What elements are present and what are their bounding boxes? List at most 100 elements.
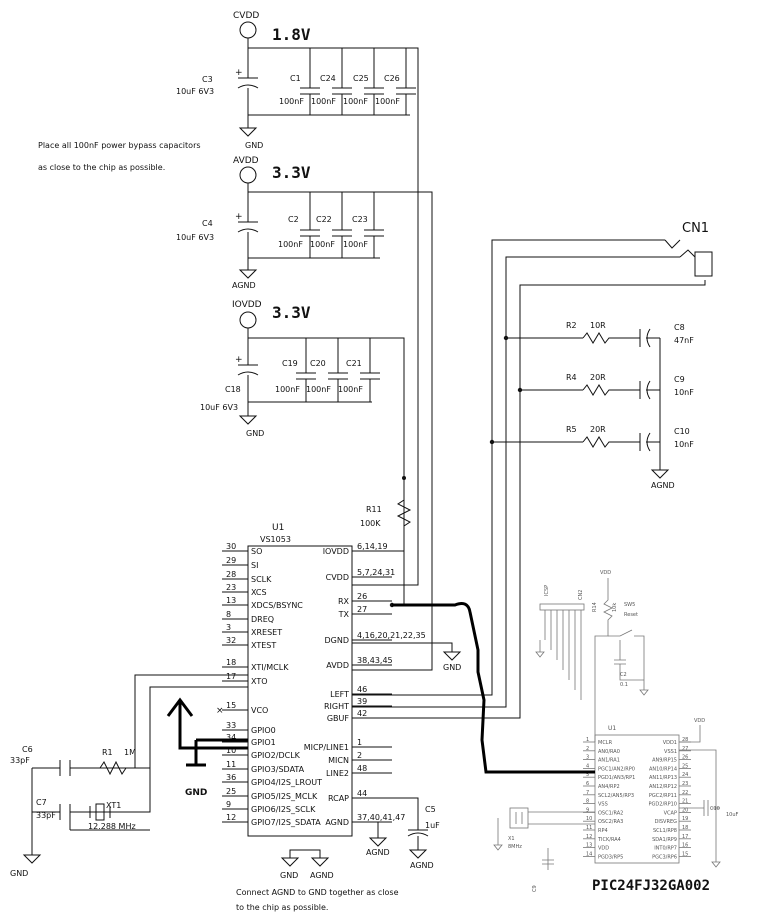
pic-pin-21-num: 21: [682, 799, 688, 805]
cvdd-bulk-plus: +: [235, 68, 243, 78]
u1-pin-tx-num: 27: [357, 605, 367, 614]
u1-agnd-label: AGND: [366, 848, 390, 857]
r5-ref: R5: [566, 425, 577, 434]
u1-pin-gpio2-dclk-label: GPIO2/DCLK: [251, 751, 301, 760]
pic-pin-10-num: 10: [586, 816, 592, 822]
u1-pin-xreset-label: XRESET: [251, 628, 282, 637]
sw5-ref: SW5: [624, 602, 635, 608]
pic-pin-10-label: OSC2/RA3: [598, 819, 623, 825]
pic-pin-19-num: 19: [682, 816, 688, 822]
c18-value: 10uF 6V3: [200, 403, 238, 412]
pic-pin-5-label: PGD1/AN3/RP1: [598, 775, 635, 781]
u1-pin-iovdd-label: IOVDD: [323, 547, 349, 556]
u1-pin-cvdd-num: 5,7,24,31: [357, 568, 395, 577]
u1-pin-gpio4-i2s-lrout-label: GPIO4/I2S_LROUT: [251, 778, 322, 787]
bypass-note-line1: Place all 100nF power bypass capacitors: [38, 141, 201, 150]
c5-ref: C5: [425, 805, 436, 814]
pic-pin-15-label: PGC3/RP6: [652, 854, 677, 860]
u1-pin-xcs-num: 23: [226, 583, 236, 592]
r1-value: 1M: [124, 748, 136, 757]
pic-pin-1-label: MCLR: [598, 740, 613, 746]
pic-pin-8-label: VSS: [598, 802, 608, 808]
avdd-ground: AGND: [232, 281, 256, 290]
u1-pin-gpio5-i2s-mclk-label: GPIO5/I2S_MCLK: [251, 792, 318, 801]
r1-ref: R1: [102, 748, 113, 757]
pic-pin-4-label: PGC1/AN2/RP0: [598, 766, 635, 772]
avdd-bulk-plus: +: [235, 212, 243, 222]
r14-ref: R14: [592, 602, 598, 612]
r2-value: 10R: [590, 321, 606, 330]
pic-pin-22-num: 22: [682, 790, 688, 796]
u1-pin-line2-num: 48: [357, 764, 367, 773]
tie-agnd-label: AGND: [310, 871, 334, 880]
r5-value: 20R: [590, 425, 606, 434]
c5-ground-label: AGND: [410, 861, 434, 870]
c26-ref: C26: [384, 74, 400, 83]
pic-pin-17-label: SDA1/RP9: [652, 837, 677, 843]
pic-pin-25-label: AN10/RP14: [649, 766, 677, 772]
pic-pin-24-label: AN11/RP13: [649, 775, 677, 781]
pic-pin-12-label: TICK/RA4: [597, 837, 621, 843]
x1-ref: X1: [508, 836, 515, 842]
u1-pin-sclk-label: SCLK: [251, 575, 272, 584]
u1-pin-right-label: RIGHT: [324, 702, 349, 711]
xt1-value: 12.288 MHz: [88, 822, 136, 831]
u1-pin-left-label: LEFT: [330, 690, 349, 699]
c5-value: 1uF: [425, 821, 440, 830]
c10-value-pic: 10uF: [726, 812, 739, 818]
u1-pin-xcs-label: XCS: [251, 588, 267, 597]
pic-pin-11-label: RP4: [598, 828, 608, 834]
pic-pin-13-label: VDD: [598, 846, 609, 852]
u1-left-pins: 30SO29SI28SCLK23XCS13XDCS/BSYNC8DREQ3XRE…: [222, 542, 322, 827]
pic-pin-9-label: OSC1/RA2: [598, 810, 623, 816]
c4-value: 10uF 6V3: [176, 233, 214, 242]
u1-pin-gpio6-i2s-sclk-label: GPIO6/I2S_SCLK: [251, 805, 316, 814]
u1-pin-left-num: 46: [357, 685, 367, 694]
u1-pin-tx-label: TX: [338, 610, 350, 619]
c8-value: 47nF: [674, 336, 694, 345]
u1-pin-avdd-num: 38,43,45: [357, 656, 393, 665]
avdd-rail: AVDD 3.3V + C4 10uF 6V3 AGND C2 100nF C2…: [176, 156, 433, 671]
c1-value: 100nF: [279, 97, 304, 106]
pic-pin-7-num: 7: [586, 790, 589, 796]
c20-ref: C20: [310, 359, 326, 368]
pic-pin-9-num: 9: [586, 807, 589, 813]
u1-pin-gpio7-i2s-sdata-label: GPIO7/I2S_SDATA: [251, 818, 321, 827]
u1-pin-gpio2-dclk-num: 10: [226, 746, 236, 755]
u1-pin-xti-mclk-label: XTI/MCLK: [251, 663, 289, 672]
u1-pin-xti-mclk-num: 18: [226, 658, 236, 667]
u1-pin-vco-label: VCO: [251, 706, 268, 715]
pic-pin-2-num: 2: [586, 746, 589, 752]
c2-value: 100nF: [278, 240, 303, 249]
crystal-network: C6 33pF R1 1M C7 33pF XT1 12.288 MHz GND: [10, 674, 248, 878]
c2-value-pic: 0.1: [620, 682, 628, 688]
u1-pin-gbuf-label: GBUF: [327, 714, 350, 723]
iovdd-rail: IOVDD 3.3V + C18 10uF 6V3 GND C19 100nF …: [200, 300, 405, 552]
c8-ref: C8: [674, 323, 685, 332]
c25-ref: C25: [353, 74, 369, 83]
pic-pin-3-label: AN1/RA1: [598, 758, 620, 764]
u1-pin-rcap-num: 44: [357, 789, 367, 798]
pic-pin-27-num: 27: [682, 746, 688, 752]
cap-c1: C1 100nF: [279, 48, 320, 115]
pic-pin-7-label: SCL2/AN5/RP3: [598, 793, 634, 799]
u1-pin-dgnd-label: DGND: [324, 636, 349, 645]
u1-pin-avdd-label: AVDD: [326, 661, 349, 670]
pic-pin-19-label: DISVREG: [655, 819, 678, 825]
r11-value: 100K: [360, 519, 381, 528]
crystal-ground-label: GND: [10, 869, 28, 878]
c10-ref-pic: C10: [710, 806, 720, 812]
c9-ref: C9: [674, 375, 685, 384]
cap-c2: C2 100nF: [278, 192, 320, 258]
agnd-note-line2: to the chip as possible.: [236, 903, 328, 912]
u1-pin-gpio1-label: GPIO1: [251, 738, 276, 747]
pic-pin-6-label: AN4/RP2: [598, 784, 620, 790]
gpio-ground-label: GND: [185, 788, 207, 798]
u1-pin-dreq-label: DREQ: [251, 615, 274, 624]
c24-value: 100nF: [311, 97, 336, 106]
